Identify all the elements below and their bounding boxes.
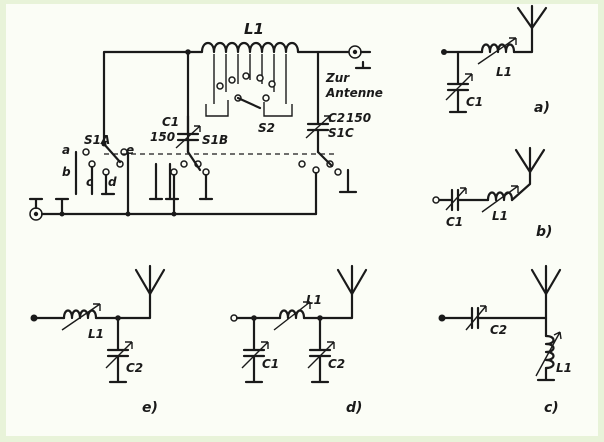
- svg-text:L1: L1: [556, 361, 572, 375]
- variant-d: L1 C1 C2 d): [230, 264, 368, 416]
- caption-c: c): [544, 400, 559, 416]
- svg-text:C1: C1: [262, 357, 279, 371]
- label-d: d: [108, 175, 117, 189]
- label-a: a: [62, 143, 70, 157]
- variant-b: C1 L1 b): [432, 146, 552, 240]
- coil-l1-main: [186, 41, 350, 54]
- svg-text:L1: L1: [496, 65, 512, 79]
- label-l1-main: L1: [244, 20, 264, 38]
- label-e: e: [126, 143, 134, 157]
- label-c2: C2: [328, 111, 345, 125]
- svg-text:L1: L1: [306, 293, 322, 307]
- caption-e: e): [142, 400, 158, 416]
- variant-a: L1 C1 a): [441, 4, 550, 116]
- label-zur: Zur: [325, 71, 350, 85]
- svg-text:L1: L1: [492, 209, 508, 223]
- variant-e: L1 C2 e): [30, 264, 166, 416]
- label-c2-val: 150: [346, 111, 371, 125]
- svg-text:C2: C2: [328, 357, 345, 371]
- svg-text:L1: L1: [88, 327, 104, 341]
- caption-b: b): [536, 224, 552, 240]
- diagram-frame: L1 Zur Antenne S2 C1 150 S1B C2: [6, 4, 598, 436]
- svg-text:C1: C1: [446, 215, 463, 229]
- svg-text:C1: C1: [466, 95, 483, 109]
- circuit-diagram: L1 Zur Antenne S2 C1 150 S1B C2: [28, 4, 572, 416]
- label-s1b: S1B: [202, 133, 228, 147]
- label-s1a: S1A: [84, 133, 110, 147]
- caption-a: a): [534, 100, 550, 116]
- main-circuit: L1 Zur Antenne S2 C1 150 S1B C2: [28, 20, 383, 221]
- label-s1c: S1C: [328, 126, 354, 140]
- label-antenne: Antenne: [325, 86, 383, 100]
- caption-d: d): [346, 400, 362, 416]
- svg-text:C2: C2: [126, 361, 143, 375]
- label-b: b: [62, 165, 71, 179]
- label-s2: S2: [258, 121, 275, 135]
- label-c1-val: 150: [150, 130, 175, 144]
- label-c1: C1: [162, 115, 179, 129]
- label-c: c: [86, 175, 93, 189]
- svg-text:C2: C2: [490, 323, 507, 337]
- variant-c: C2 L1 c): [438, 264, 572, 416]
